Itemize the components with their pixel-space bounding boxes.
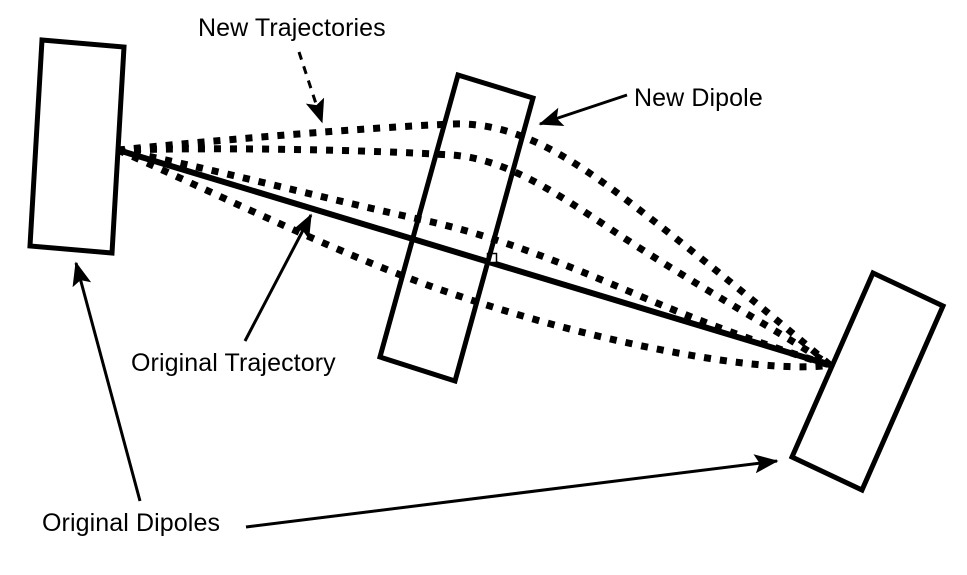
arrow-original-trajectory (243, 213, 313, 342)
original-trajectory-line (117, 147, 831, 368)
label-original-trajectory: Original Trajectory (131, 349, 336, 377)
label-original-dipoles: Original Dipoles (42, 509, 221, 537)
new-trajectories-group (116, 120, 833, 371)
new-trajectory-2 (117, 145, 832, 368)
original-dipole-right (788, 269, 947, 494)
label-new-trajectories: New Trajectories (198, 14, 386, 42)
new-dipole-middle (376, 71, 537, 385)
annotation-arrows-group (72, 51, 779, 529)
dipoles-group (27, 37, 947, 494)
new-trajectory-4 (116, 146, 831, 371)
original-dipole-left (27, 37, 127, 256)
arrow-original-dipoles-right (245, 454, 779, 529)
arrow-original-dipoles-left (72, 261, 142, 502)
new-trajectory-3 (117, 146, 831, 369)
label-new-dipole: New Dipole (634, 84, 763, 112)
arrow-new-trajectories (297, 51, 325, 124)
arrow-new-dipole (538, 93, 628, 126)
new-trajectory-1 (117, 120, 833, 368)
